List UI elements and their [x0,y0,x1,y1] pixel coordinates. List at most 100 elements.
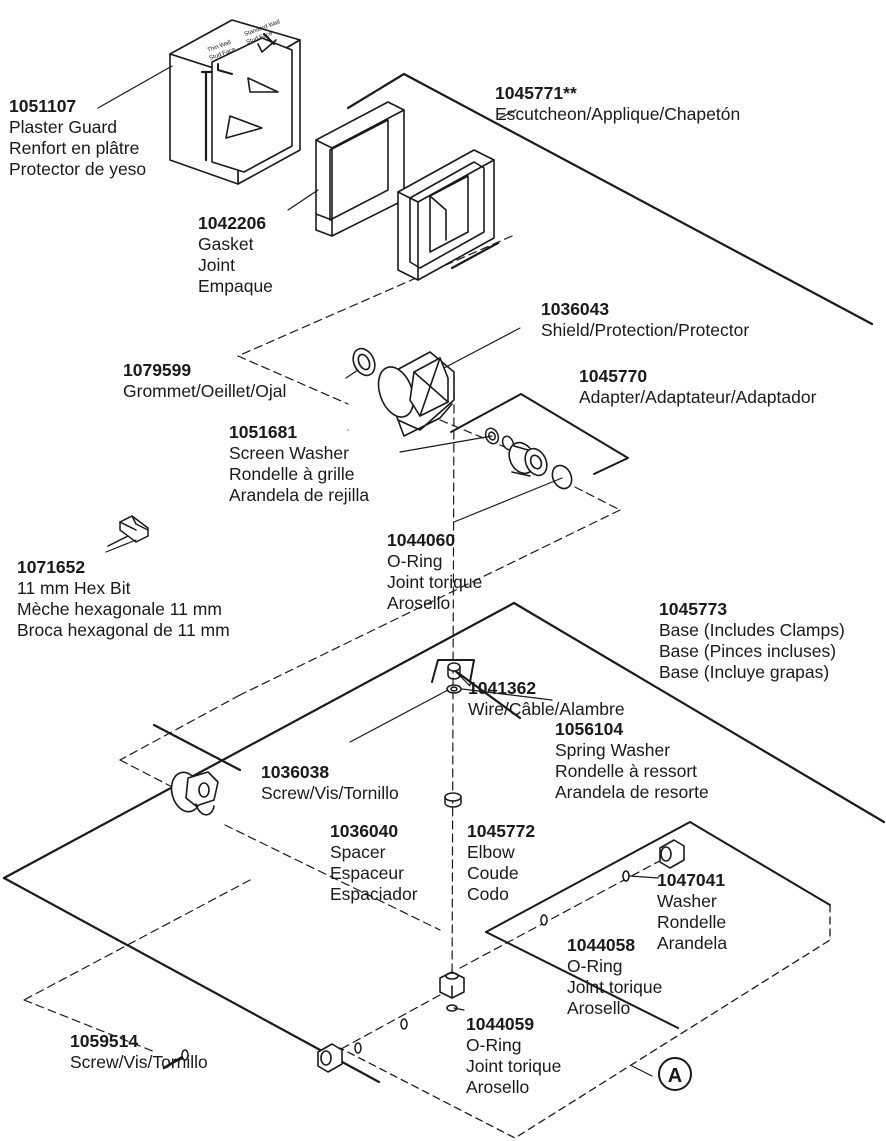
label-escutcheon: 1045771** Escutcheon/Applique/Chapetón [495,83,740,125]
part-number: 1036043 [541,299,610,319]
part-name-es: Arosello [466,1077,530,1097]
label-plaster-guard: 1051107 Plaster Guard Renfort en plâtre … [9,96,146,180]
screw-1059514-part [162,1049,189,1070]
part-number: 1041362 [468,678,537,698]
part-name-fr: Rondelle à ressort [555,761,698,781]
part-name-es: Espaciador [330,884,418,904]
part-name-en: Base (Includes Clamps) [659,620,845,640]
washer-1047041-part [622,839,685,882]
part-name-fr: Renfort en plâtre [9,138,140,158]
part-name: Escutcheon/Applique/Chapetón [495,104,741,124]
escutcheon-part [397,149,495,281]
screw-1036038-part [447,662,461,680]
part-name-en: Gasket [198,234,254,254]
part-number: 1036038 [261,762,330,782]
part-name-fr: Joint torique [387,572,483,592]
adapter-part [508,441,548,477]
gasket-part [315,101,405,237]
o-ring-1044060-part [551,464,573,490]
part-number: 1047041 [657,870,726,890]
part-number: 1044059 [466,1014,535,1034]
part-name-fr: Rondelle [657,912,727,932]
label-grommet: 1079599 Grommet/Oeillet/Ojal [123,360,286,402]
part-name-es: Arandela de resorte [555,782,709,802]
part-name-en: Spacer [330,842,386,862]
part-number: 1051681 [229,422,298,442]
part-name-en: O-Ring [387,551,443,571]
label-adapter: 1045770 Adapter/Adaptateur/Adaptador [579,366,816,408]
part-name: Grommet/Oeillet/Ojal [123,381,287,401]
part-name-es: Empaque [198,276,273,296]
part-name-fr: Joint torique [567,977,663,997]
base-mount-left-part [170,771,219,816]
part-name-en: Spring Washer [555,740,671,760]
part-name-fr: Coude [467,863,519,883]
part-name-en: O-Ring [466,1035,522,1055]
part-name: Screw/Vis/Tornillo [261,783,399,803]
part-name-es: Arandela de rejilla [229,485,370,505]
label-o-ring-1044059: 1044059 O-Ring Joint torique Arosello [466,1014,561,1098]
detail-a-badge: A [658,1057,692,1091]
label-wire: 1041362 Wire/Câble/Alambre [468,678,625,720]
o-ring-1044059-part [354,1018,408,1054]
part-name: Adapter/Adaptateur/Adaptador [579,387,817,407]
plaster-guard-part: Thin Wall Stud Face Standard Wall Stud F… [169,19,301,185]
part-name-en: 11 mm Hex Bit [17,578,131,598]
part-name-fr: Joint [198,255,235,275]
label-o-ring-1044060: 1044060 O-Ring Joint torique Arosello [387,530,482,614]
elbow-part [439,971,465,1012]
part-name-es: Arosello [387,593,451,613]
spacer-part [444,792,462,808]
hex-bit-part [107,515,149,547]
part-name-en: Elbow [467,842,515,862]
adapter-plane-outline [450,393,629,475]
label-spring-washer: 1056104 Spring Washer Rondelle à ressort… [555,719,709,803]
part-number: 1071652 [17,557,86,577]
label-hex-bit: 1071652 11 mm Hex Bit Mèche hexagonale 1… [17,557,230,641]
grommet-part [352,347,376,377]
o-ring-1044058-part [540,914,548,926]
wire-part [431,659,475,683]
part-number: 1051107 [9,96,77,116]
part-number: 1059514 [70,1031,139,1051]
part-name-en: Washer [657,891,717,911]
label-base: 1045773 Base (Includes Clamps) Base (Pin… [659,599,845,683]
assembly-center-lines [23,235,681,1056]
part-number: 1045772 [467,821,536,841]
part-number: 1045770 [579,366,648,386]
part-number: 1056104 [555,719,624,739]
part-number: 1042206 [198,213,267,233]
part-name-fr: Rondelle à grille [229,464,355,484]
part-number: 1036040 [330,821,399,841]
part-name-en: Plaster Guard [9,117,117,137]
part-number: 1044060 [387,530,456,550]
part-name-en: Screen Washer [229,443,349,463]
part-name-es: Broca hexagonal de 11 mm [17,620,230,640]
label-elbow: 1045772 Elbow Coude Codo [467,821,535,905]
label-gasket: 1042206 Gasket Joint Empaque [198,213,273,297]
label-screw-1036038: 1036038 Screw/Vis/Tornillo [261,762,399,804]
part-number: 1079599 [123,360,192,380]
escutcheon-plane-outline [346,72,874,326]
label-spacer: 1036040 Spacer Espaceur Espaciador [330,821,418,905]
part-name-fr: Base (Pinces incluses) [659,641,837,661]
part-name: Wire/Câble/Alambre [468,699,625,719]
part-name-es: Arandela [657,933,728,953]
part-name-es: Codo [467,884,509,904]
part-name-es: Protector de yeso [9,159,147,179]
part-name: Shield/Protection/Protector [541,320,750,340]
label-washer-1047041: 1047041 Washer Rondelle Arandela [657,870,727,954]
label-o-ring-1044058: 1044058 O-Ring Joint torique Arosello [567,935,662,1019]
part-name-fr: Mèche hexagonale 11 mm [17,599,222,619]
side-fitting-part [317,1043,343,1073]
part-number: 1045771** [495,83,577,103]
part-name-es: Base (Incluye grapas) [659,662,830,682]
part-name-es: Arosello [567,998,631,1018]
part-number: 1044058 [567,935,636,955]
part-number: 1045773 [659,599,728,619]
leader-lines [97,65,659,1077]
detail-a-outline [339,821,831,1139]
part-name-en: O-Ring [567,956,623,976]
shield-part [377,351,455,437]
